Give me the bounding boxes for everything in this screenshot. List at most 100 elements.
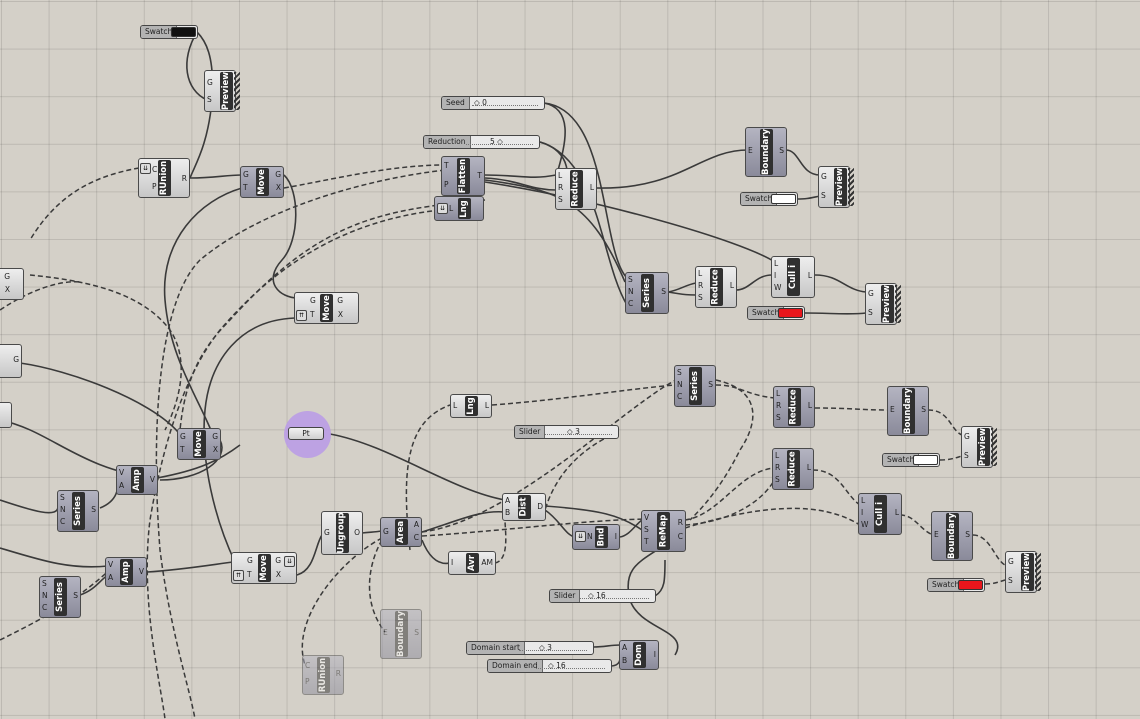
swatch-black[interactable]: Swatch	[140, 25, 198, 39]
runion-input-p[interactable]: P	[152, 182, 157, 191]
remap-component[interactable]: V S T R C ReMap	[641, 510, 686, 552]
flatten-output-t[interactable]: T	[477, 171, 482, 180]
reduce-component-4[interactable]: L R S L Reduce	[772, 448, 814, 490]
boundary-component-2[interactable]: E S Boundary	[887, 386, 929, 436]
lng-input-l[interactable]: L	[453, 401, 458, 410]
series-input-n[interactable]: N	[677, 380, 683, 389]
swatch-color-chip[interactable]	[778, 308, 803, 318]
partial-output-g[interactable]: G	[13, 355, 19, 364]
swatch-color-chip[interactable]	[913, 455, 938, 465]
reduce-output-l[interactable]: L	[807, 401, 812, 410]
cull-index-component-2[interactable]: L I W L Cull i	[858, 493, 902, 535]
amp-output-v[interactable]: V	[138, 567, 144, 576]
boundary-component-3[interactable]: E S Boundary	[931, 511, 973, 561]
reduce-input-l[interactable]: L	[698, 269, 703, 278]
boundary-input-e[interactable]: E	[890, 405, 895, 414]
series-output-s[interactable]: S	[91, 505, 96, 514]
partial-output-x[interactable]: X	[4, 285, 10, 294]
move-input-g[interactable]: G	[243, 170, 249, 179]
reduce-input-s[interactable]: S	[698, 293, 703, 302]
preview-component-1[interactable]: G S Preview	[204, 70, 240, 112]
reduce-input-r[interactable]: R	[775, 463, 781, 472]
series-component-3[interactable]: S N C S Series	[39, 576, 81, 618]
series-input-s[interactable]: S	[60, 493, 65, 502]
series-output-s[interactable]: S	[661, 287, 666, 296]
reduce-output-l[interactable]: L	[589, 183, 594, 192]
preview-component-3[interactable]: G S Preview	[865, 283, 901, 325]
average-component[interactable]: I AM Avr	[448, 551, 496, 575]
cull-input-i[interactable]: I	[861, 508, 864, 517]
domain-start-slider[interactable]: Domain start ◇ 3	[466, 641, 594, 655]
reduction-slider[interactable]: Reduction 5 ◇	[423, 135, 540, 149]
series-output-s[interactable]: S	[73, 591, 78, 600]
move-input-t[interactable]: T	[247, 570, 252, 579]
graft-icon[interactable]: ⇊	[437, 203, 448, 214]
reduce-input-l[interactable]: L	[775, 451, 780, 460]
remap-input-v[interactable]: V	[644, 513, 650, 522]
move-component-3[interactable]: G T G X Move	[177, 428, 221, 460]
partial-output-g[interactable]: G	[4, 272, 10, 281]
amp-input-a[interactable]: A	[108, 573, 114, 582]
dom-output-i[interactable]: I	[653, 650, 656, 659]
dist-input-a[interactable]: A	[505, 496, 511, 505]
cull-input-l[interactable]: L	[774, 259, 779, 268]
slider-1[interactable]: Slider ◇ 3	[514, 425, 619, 439]
series-input-c[interactable]: C	[677, 392, 683, 401]
lng-output-l[interactable]: L	[484, 401, 489, 410]
area-component[interactable]: G A C Area	[380, 517, 422, 547]
reduction-track[interactable]	[466, 139, 533, 145]
amp-input-v[interactable]: V	[119, 468, 125, 477]
move-input-t[interactable]: T	[243, 183, 248, 192]
runion-input-p[interactable]: P	[305, 677, 310, 686]
ungroup-component[interactable]: G O Ungroup	[321, 511, 363, 555]
remap-output-r[interactable]: R	[677, 518, 683, 527]
boundary-input-e[interactable]: E	[383, 628, 388, 637]
reduce-input-r[interactable]: R	[698, 281, 704, 290]
series-component-1[interactable]: S N C S Series	[625, 272, 669, 314]
reduce-input-s[interactable]: S	[558, 195, 563, 204]
move-output-g[interactable]: G	[212, 432, 218, 441]
preview-component-5[interactable]: G S Preview	[1005, 551, 1041, 593]
runion-component-1[interactable]: C P R ⇊ RUnion	[138, 158, 190, 198]
move-input-g[interactable]: G	[180, 432, 186, 441]
move-input-t[interactable]: T	[310, 310, 315, 319]
graft-icon[interactable]: ⇊	[284, 556, 295, 567]
reduce-input-r[interactable]: R	[558, 183, 564, 192]
amp-input-a[interactable]: A	[119, 481, 125, 490]
ungroup-input-g[interactable]: G	[324, 528, 330, 537]
lng-component-1[interactable]: ⇊ L Lng	[434, 196, 484, 221]
domain-end-track[interactable]	[536, 663, 605, 669]
preview-component-4[interactable]: G S Preview	[961, 426, 997, 468]
move-input-g[interactable]: G	[310, 296, 316, 305]
dom-input-a[interactable]: A	[622, 643, 628, 652]
lng-component-2[interactable]: L L Lng	[450, 394, 492, 418]
cull-input-i[interactable]: I	[774, 271, 777, 280]
point-parameter[interactable]: Pt	[288, 427, 324, 440]
graft-icon[interactable]: ⇈	[296, 310, 307, 321]
reduce-input-r[interactable]: R	[776, 401, 782, 410]
domain-component[interactable]: A B I Dom	[619, 640, 659, 670]
area-output-c[interactable]: C	[413, 533, 419, 542]
reduce-output-l[interactable]: L	[729, 281, 734, 290]
swatch-color-chip[interactable]	[171, 27, 196, 37]
domain-start-track[interactable]	[519, 645, 587, 651]
series-component-2[interactable]: S N C S Series	[57, 490, 99, 532]
series-output-s[interactable]: S	[708, 380, 713, 389]
amp-component-1[interactable]: V A V Amp	[116, 465, 158, 495]
preview-input-s[interactable]: S	[1008, 576, 1013, 585]
move-input-t[interactable]: T	[180, 445, 185, 454]
move-output-g[interactable]: G	[275, 556, 281, 565]
reduce-component-2[interactable]: L R S L Reduce	[695, 266, 737, 308]
preview-input-g[interactable]: G	[868, 289, 874, 298]
reduce-component-3[interactable]: L R S L Reduce	[773, 386, 815, 428]
cull-output-l[interactable]: L	[894, 508, 899, 517]
series-component-4[interactable]: S N C S Series	[674, 365, 716, 407]
runion-input-c[interactable]: C	[305, 661, 311, 670]
seed-slider[interactable]: Seed ◇ 0	[441, 96, 545, 110]
preview-input-g[interactable]: G	[821, 172, 827, 181]
runion-output-r[interactable]: R	[181, 174, 187, 183]
reduce-component-1[interactable]: L R S L Reduce	[555, 168, 597, 210]
flatten-input-p[interactable]: P	[444, 180, 449, 189]
swatch-color-chip[interactable]	[771, 194, 796, 204]
preview-input-s[interactable]: S	[821, 191, 826, 200]
